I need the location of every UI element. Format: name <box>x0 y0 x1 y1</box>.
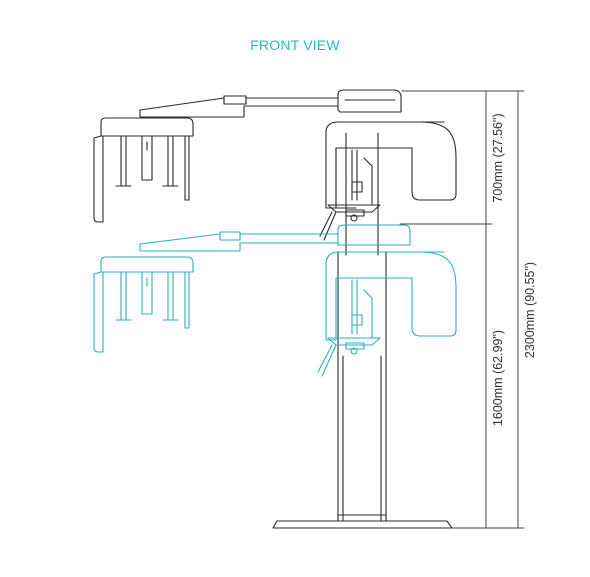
upper-height-label: 700mm (27.56") <box>491 113 505 202</box>
lowered-ceph-head <box>100 256 194 273</box>
lowered-unit-outline <box>93 224 457 377</box>
total-height-label: 2300mm (90.55") <box>523 262 537 358</box>
dimension-lines <box>399 90 525 529</box>
lowered-top-housing <box>337 224 411 246</box>
raised-unit-outline <box>93 89 457 241</box>
lowered-rotating-unit <box>325 251 457 341</box>
raised-ceph-arm <box>139 97 339 118</box>
column-foot <box>337 514 387 522</box>
column-and-base <box>272 132 453 529</box>
lower-height-label: 1600mm (62.99") <box>491 330 505 426</box>
raised-ceph-head <box>100 117 194 137</box>
raised-top-housing <box>337 89 402 113</box>
base-plate <box>272 520 453 529</box>
diagram-title: FRONT VIEW <box>250 37 340 53</box>
lowered-ceph-arm <box>139 233 339 252</box>
raised-rotating-unit <box>325 121 457 209</box>
